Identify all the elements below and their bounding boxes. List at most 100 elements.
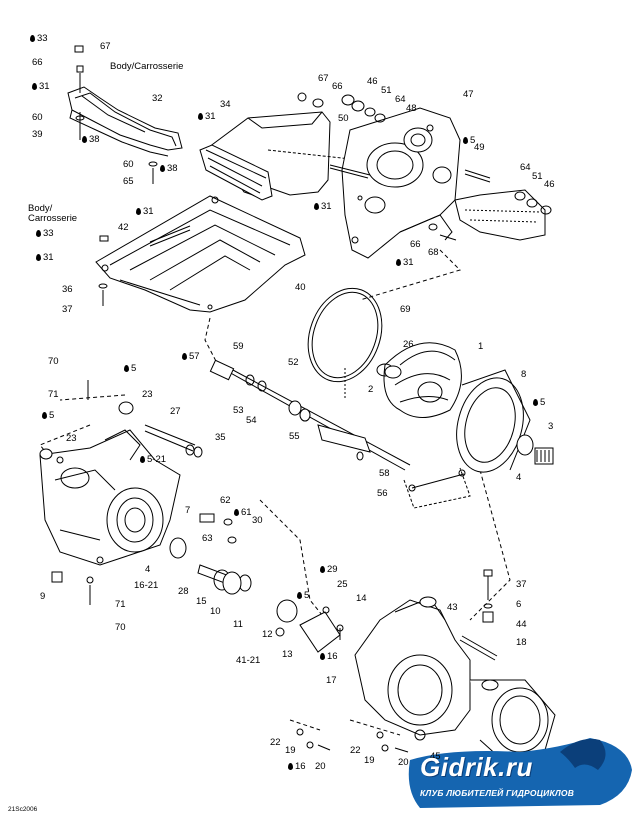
callout-57: 57 (182, 352, 200, 362)
callout-number: 5 (470, 135, 476, 146)
impeller-1 (376, 342, 462, 418)
callout-number: 62 (220, 495, 231, 506)
callout-60: 60 (32, 113, 43, 123)
callout-27: 27 (170, 407, 181, 417)
callout-number: 16 (295, 761, 306, 772)
callout-number: 5 (540, 397, 546, 408)
body-label-left: Body/ Carrosserie (28, 203, 78, 224)
callout-number: 66 (332, 81, 343, 92)
callout-37: 37 (62, 305, 73, 315)
callout-10: 10 (210, 607, 221, 617)
wear-ring-8 (456, 369, 554, 473)
callout-59: 59 (233, 342, 244, 352)
callout-20: 20 (398, 758, 409, 768)
callout-number: 44 (516, 619, 527, 630)
callout-number: 38 (89, 134, 100, 145)
callout-number: 16 (327, 651, 338, 662)
lubricant-drop-icon (320, 566, 325, 573)
callout-33: 33 (30, 34, 48, 44)
callout-28: 28 (178, 587, 189, 597)
callout-25: 25 (337, 580, 348, 590)
callout-number: 56 (377, 488, 388, 499)
callout-number: 36 (62, 284, 73, 295)
callout-number: 30 (252, 515, 263, 526)
callout-43: 43 (447, 603, 458, 613)
drive-shaft (209, 359, 471, 509)
callout-number: 19 (285, 745, 296, 756)
callout-number: 71 (48, 389, 59, 400)
callout-22: 22 (350, 746, 361, 756)
callout-5: 5 (533, 398, 545, 408)
callout-number: 20 (398, 757, 409, 768)
callout-46: 46 (544, 180, 555, 190)
callout-number: 31 (205, 111, 216, 122)
callout-number: 20 (315, 761, 326, 772)
callout-35: 35 (215, 433, 226, 443)
callout-number: 53 (233, 405, 244, 416)
callout-65: 65 (123, 177, 134, 187)
pump-housing-47 (297, 92, 461, 259)
callout-13: 13 (282, 650, 293, 660)
callout-number: 31 (321, 201, 332, 212)
callout-66: 66 (32, 58, 43, 68)
lubricant-drop-icon (42, 412, 47, 419)
lubricant-drop-icon (36, 230, 41, 237)
lubricant-drop-icon (234, 509, 239, 516)
lubricant-drop-icon (124, 365, 129, 372)
callout-17: 17 (326, 676, 337, 686)
callout-number: 22 (350, 745, 361, 756)
callout-number: 67 (100, 41, 111, 52)
callout-number: 4 (516, 472, 522, 483)
callout-number: 42 (118, 222, 129, 233)
callout-34: 34 (220, 100, 231, 110)
lubricant-drop-icon (314, 203, 319, 210)
callout-number: 6 (516, 599, 522, 610)
callout-29: 29 (320, 565, 338, 575)
callout-number: 5 (49, 410, 55, 421)
callout-number: 46 (544, 179, 555, 190)
callout-49: 49 (474, 143, 485, 153)
callout-number: 16-21 (134, 580, 159, 591)
callout-31: 31 (198, 112, 216, 122)
callout-52: 52 (288, 358, 299, 368)
callout-63: 63 (202, 534, 213, 544)
callout-number: 10 (210, 606, 221, 617)
callout-number: 7 (185, 505, 191, 516)
lubricant-drop-icon (198, 113, 203, 120)
callout-number: 54 (246, 415, 257, 426)
callout-number: 51 (532, 171, 543, 182)
callout-31: 31 (314, 202, 332, 212)
callout-69: 69 (400, 305, 411, 315)
callout-70: 70 (48, 357, 59, 367)
figure-code: 21Sc2006 (8, 806, 38, 813)
callout-51: 51 (381, 86, 392, 96)
callout-number: 45 (430, 751, 441, 762)
callout-number: 25 (337, 579, 348, 590)
callout-number: 13 (282, 649, 293, 660)
callout-61: 61 (234, 508, 252, 518)
callout-66: 66 (410, 240, 421, 250)
callout-number: 57 (189, 351, 200, 362)
callout-37: 37 (516, 580, 527, 590)
callout-number: 5 (304, 590, 310, 601)
callout-48: 48 (406, 104, 417, 114)
callout-number: 32 (152, 93, 163, 104)
lubricant-drop-icon (463, 137, 468, 144)
callout-14: 14 (356, 594, 367, 604)
lubricant-drop-icon (36, 254, 41, 261)
callout-38: 38 (82, 135, 100, 145)
callout-16-21: 16-21 (134, 581, 158, 591)
callout-number: 48 (406, 103, 417, 114)
callout-31: 31 (396, 258, 414, 268)
callout-number: 52 (288, 357, 299, 368)
callout-number: 71 (115, 599, 126, 610)
callout-number: 12 (262, 629, 273, 640)
callout-number: 66 (410, 239, 421, 250)
callout-2: 2 (368, 385, 373, 395)
callout-66: 66 (332, 82, 343, 92)
callout-number: 66 (32, 57, 43, 68)
callout-number: 38 (167, 163, 178, 174)
callout-31: 31 (136, 207, 154, 217)
callout-number: 41-21 (236, 655, 261, 666)
callout-number: 67 (318, 73, 329, 84)
